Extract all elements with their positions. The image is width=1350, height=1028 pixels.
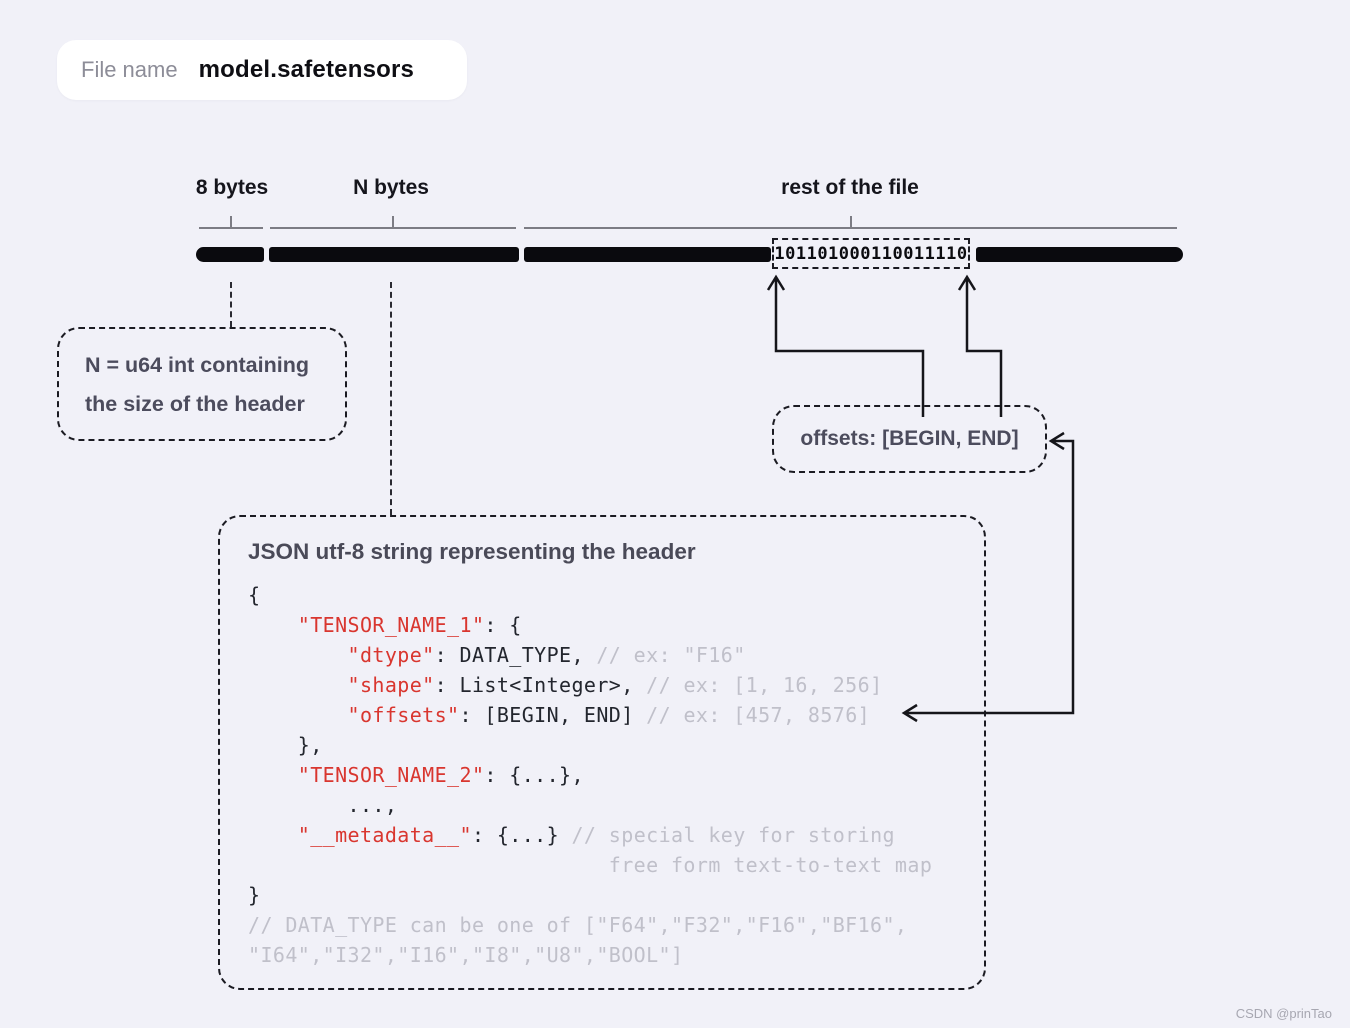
file-name-value: model.safetensors (198, 56, 415, 83)
code-line: "TENSOR_NAME_1": { (297, 613, 522, 637)
offsets-note-text: offsets: [BEGIN, END] (800, 427, 1019, 450)
measure-line-8-bytes (199, 216, 263, 229)
watermark: CSDN @prinTao (1235, 1006, 1332, 1021)
binary-tensor-data-box: 101101000110011110 (772, 238, 970, 269)
offset-begin-arrow (766, 274, 925, 417)
code-line: "TENSOR_NAME_2": {...}, (297, 763, 584, 787)
bar-segment-8-bytes (196, 247, 264, 262)
code-block: { "TENSOR_NAME_1": { "dtype": DATA_TYPE,… (248, 580, 984, 970)
measure-line-n-bytes (270, 216, 516, 229)
measure-tick (849, 216, 852, 227)
label-8-bytes: 8 bytes (195, 176, 269, 199)
offset-end-arrow (957, 274, 1003, 417)
file-name-label: File name (81, 57, 178, 82)
json-header-box: JSON utf-8 string representing the heade… (218, 515, 986, 990)
code-line: "offsets": [BEGIN, END] // ex: [457, 857… (347, 703, 871, 727)
dropline-n-bytes (390, 282, 392, 515)
code-line: "__metadata__": {...} // special key for… (297, 823, 895, 847)
file-name-badge: File name model.safetensors (57, 40, 467, 100)
measure-tick (392, 216, 394, 227)
label-rest-of-file: rest of the file (781, 176, 919, 199)
bar-segment-rest-1 (524, 247, 771, 262)
code-line: ..., (248, 793, 398, 817)
n-u64-note-box: N = u64 int containing the size of the h… (57, 327, 347, 441)
code-line: // DATA_TYPE can be one of ["F64","F32",… (248, 913, 908, 937)
code-line: "shape": List<Integer>, // ex: [1, 16, 2… (347, 673, 883, 697)
n-u64-note-line1: N = u64 int containing (85, 353, 309, 377)
code-line: } (248, 883, 261, 907)
json-header-title: JSON utf-8 string representing the heade… (248, 539, 696, 564)
bar-segment-n-bytes (269, 247, 519, 262)
code-line: "dtype": DATA_TYPE, // ex: "F16" (347, 643, 746, 667)
measure-tick (230, 216, 232, 227)
code-line: free form text-to-text map (248, 853, 933, 877)
code-line: { (248, 583, 261, 607)
code-line: }, (248, 733, 323, 757)
n-u64-note-line2: the size of the header (85, 392, 305, 416)
bar-segment-rest-2 (976, 247, 1183, 262)
measure-line-rest-of-file (524, 216, 1177, 229)
dropline-8-bytes (230, 282, 232, 327)
label-n-bytes: N bytes (353, 176, 429, 199)
code-line: "I64","I32","I16","I8","U8","BOOL"] (248, 943, 684, 967)
offsets-note-box: offsets: [BEGIN, END] (772, 405, 1047, 473)
